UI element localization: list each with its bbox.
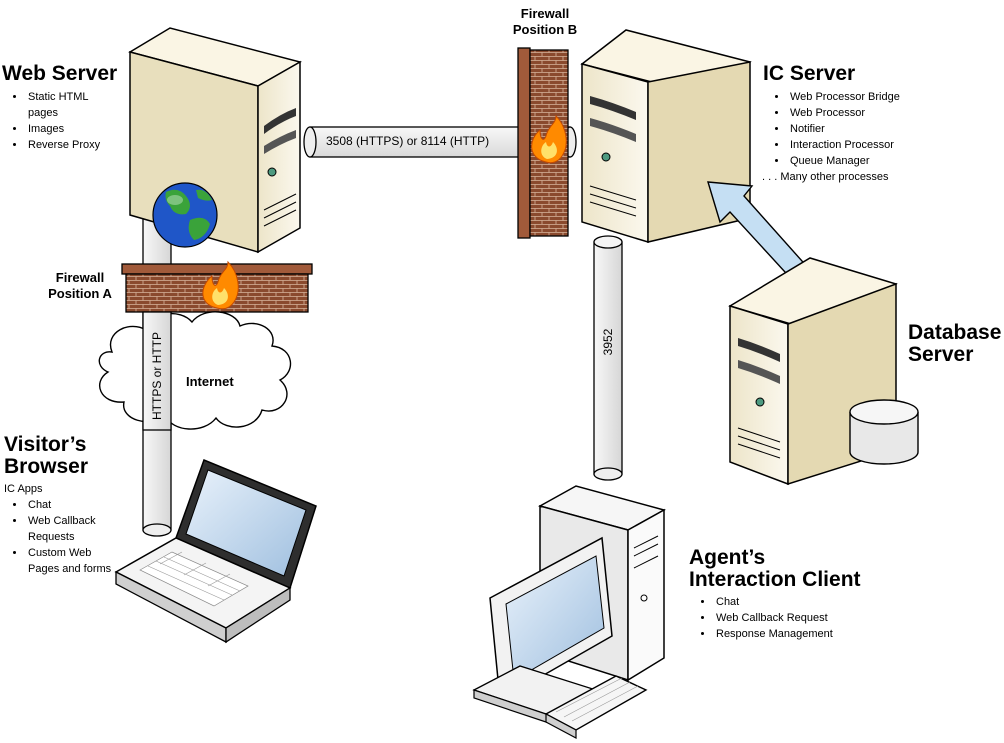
flame-icon — [531, 114, 567, 164]
list-item: Custom Web Pages and forms — [26, 545, 114, 577]
list-item: Interaction Processor — [788, 137, 932, 153]
list-item: Notifier — [788, 121, 932, 137]
pipe-browser-to-web-overlay — [142, 311, 172, 431]
internet-cloud-icon — [98, 311, 292, 430]
list-item: Chat — [714, 594, 888, 610]
web-server-title: Web Server — [2, 62, 118, 85]
agent-client-title: Agent’s Interaction Client — [689, 546, 861, 591]
globe-icon — [152, 182, 218, 248]
pipe-web-to-ic-label: 3508 (HTTPS) or 8114 (HTTP) — [326, 134, 490, 148]
pipe-browser-to-web-label: HTTPS or HTTP — [150, 331, 164, 421]
pipe-ic-to-client-label: 3952 — [601, 328, 615, 356]
ic-server-more: . . . Many other processes — [762, 171, 889, 183]
keyboard-icon — [544, 675, 648, 739]
firewall-b-label: Firewall Position B — [512, 6, 578, 37]
list-item: Web Processor — [788, 105, 932, 121]
database-server-title: Database Server — [908, 321, 1002, 366]
list-item: Web Callback Request — [714, 610, 888, 626]
list-item: Images — [26, 121, 112, 137]
list-item: Web Processor Bridge — [788, 89, 932, 105]
laptop-icon — [114, 459, 317, 644]
list-item: Response Management — [714, 626, 888, 642]
visitor-browser-list: Chat Web Callback Requests Custom Web Pa… — [0, 497, 114, 577]
database-server-icon — [728, 257, 898, 486]
visitor-browser-title: Visitor’s Browser — [4, 433, 89, 478]
ic-server-title: IC Server — [763, 62, 856, 85]
list-item: Chat — [26, 497, 114, 513]
database-disk-icon — [849, 399, 919, 465]
agent-client-list: Chat Web Callback Request Response Manag… — [688, 594, 888, 642]
web-server-list: Static HTML pages Images Reverse Proxy — [0, 89, 112, 153]
pipe-ic-to-client — [593, 235, 623, 481]
visitor-browser-subtitle: IC Apps — [4, 483, 43, 495]
list-item: Queue Manager — [788, 153, 932, 169]
internet-label: Internet — [186, 374, 234, 389]
list-item: Static HTML pages — [26, 89, 112, 121]
list-item: Web Callback Requests — [26, 513, 114, 545]
firewall-a-label: Firewall Position A — [48, 270, 112, 301]
ic-server-list: Web Processor Bridge Web Processor Notif… — [762, 89, 932, 185]
list-item: Reverse Proxy — [26, 137, 112, 153]
flame-icon — [202, 260, 239, 310]
monitor-icon — [472, 536, 613, 725]
